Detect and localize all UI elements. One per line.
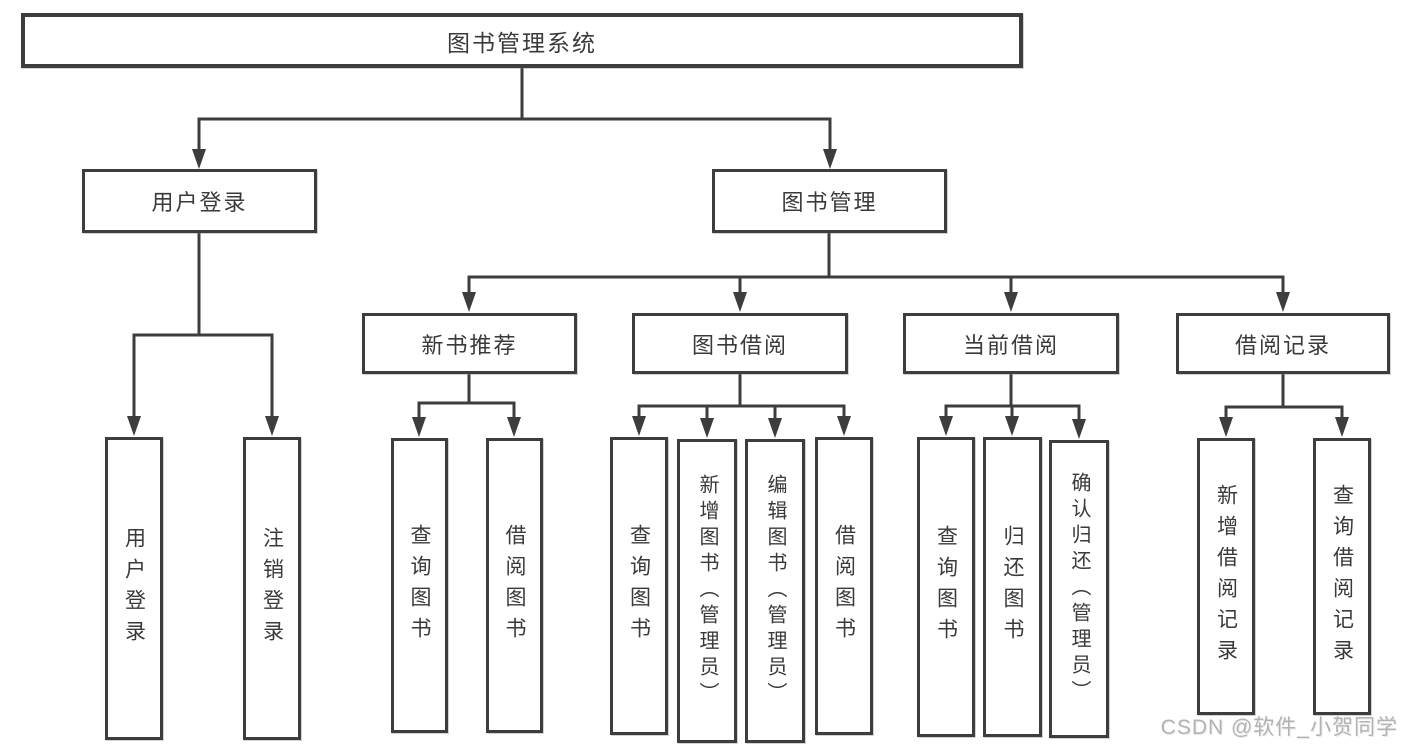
node-label: 新增借阅记录 (1214, 483, 1238, 670)
node-leaf-query-borrow-record: 查询借阅记录 (1313, 438, 1371, 715)
node-leaf-borrow-books-1: 借阅图书 (486, 438, 543, 733)
node-label: 新书推荐 (421, 332, 518, 358)
node-user-login: 用户登录 (82, 169, 317, 233)
node-leaf-query-books-1: 查询图书 (391, 438, 448, 733)
node-label: 用户登录 (122, 526, 146, 651)
node-leaf-confirm-return-admin: 确认归还（管理员） (1049, 440, 1109, 738)
node-leaf-logout: 注销登录 (243, 437, 301, 740)
node-label: 借阅图书 (503, 523, 526, 648)
node-book-borrowing: 图书借阅 (632, 313, 848, 374)
node-label: 图书管理 (781, 190, 878, 215)
node-label: 查询图书 (408, 523, 431, 648)
node-leaf-return-books: 归还图书 (983, 437, 1042, 737)
node-label: 归还图书 (1001, 525, 1024, 649)
node-leaf-query-books-3: 查询图书 (917, 437, 975, 737)
node-label: 查询图书 (934, 525, 958, 649)
node-label: 图书管理系统 (447, 29, 597, 56)
csdn-watermark: CSDN @软件_小贺同学 (1160, 716, 1398, 739)
node-borrowing-records: 借阅记录 (1176, 313, 1390, 374)
node-leaf-add-book-admin: 新增图书（管理员） (677, 439, 737, 743)
node-label: 新增图书（管理员） (696, 474, 718, 708)
node-current-borrowing: 当前借阅 (903, 313, 1119, 374)
node-leaf-user-login: 用户登录 (105, 437, 163, 740)
node-label: 当前借阅 (962, 332, 1059, 358)
node-book-management: 图书管理 (712, 169, 947, 233)
node-label: 图书借阅 (691, 332, 788, 358)
node-label: 借阅记录 (1234, 332, 1331, 358)
node-label: 注销登录 (260, 526, 284, 651)
node-label: 查询借阅记录 (1330, 483, 1354, 670)
node-label: 编辑图书（管理员） (764, 474, 786, 708)
node-label: 用户登录 (151, 190, 248, 215)
node-label: 确认归还（管理员） (1068, 472, 1090, 706)
node-leaf-add-borrow-record: 新增借阅记录 (1197, 438, 1255, 715)
node-leaf-query-books-2: 查询图书 (610, 437, 668, 735)
node-new-book-recommend: 新书推荐 (362, 313, 577, 374)
node-library-management-system: 图书管理系统 (21, 13, 1023, 68)
node-label: 查询图书 (627, 524, 651, 648)
node-leaf-edit-book-admin: 编辑图书（管理员） (745, 439, 805, 743)
node-leaf-borrow-books-2: 借阅图书 (815, 437, 873, 735)
node-label: 借阅图书 (832, 524, 856, 648)
